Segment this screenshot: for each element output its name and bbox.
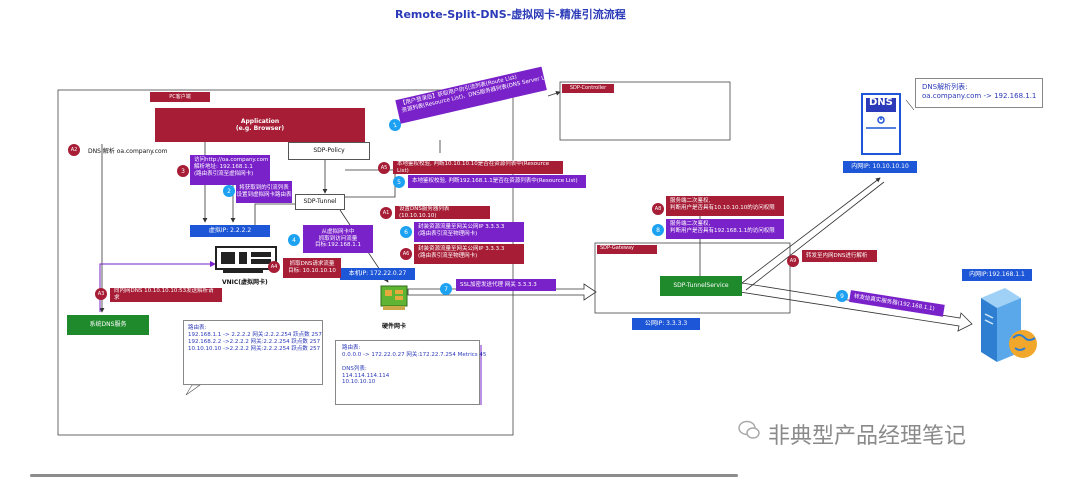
pc-client-label: PC客户端: [150, 92, 210, 102]
ssl-tunnel-arrow: [407, 283, 597, 301]
horizontal-scrollbar[interactable]: [30, 474, 738, 477]
dns-server-ip-label: 内网IP: 10.10.10.10: [843, 161, 917, 173]
application-box: Application (e.g. Browser): [155, 108, 365, 142]
sdp-controller-label: SDP-Controller: [562, 84, 614, 93]
step-a4-badge: A4: [268, 261, 280, 273]
step-8-text: 服务端二次鉴权, 判断用户是否具有192.168.1.1的访问权限: [666, 219, 784, 239]
vnic-label: VNIC(虚拟网卡): [222, 279, 268, 286]
step-6-badge: 6: [400, 226, 412, 238]
connector: [252, 203, 295, 233]
connector: [345, 169, 396, 198]
step-8-badge: 8: [652, 224, 664, 236]
step-a5-badge: A5: [378, 162, 390, 174]
callout-pointer: [185, 384, 201, 396]
connector: [741, 177, 881, 284]
tunnel-service-box: SDP-TunnelService: [660, 276, 742, 296]
step-5-badge: 5: [393, 176, 405, 188]
step-a6-badge: A6: [400, 248, 412, 260]
step-a1-text: 设置DNS服务器列表(10.10.10.10): [395, 206, 490, 219]
app-server-ip-label: 内网IP:192.168.1.1: [962, 269, 1032, 281]
vnic-route-table: 路由表: 192.168.1.1 -> 2.2.2.2 网关:2.2.2.254…: [183, 320, 323, 385]
connector: [745, 181, 885, 291]
diagram-title: Remote-Split-DNS-虚拟网卡-精准引流流程: [395, 8, 626, 21]
dns-server-badge: DNS: [869, 97, 893, 108]
step-a4-text: 抓取DNS请求流量 目标: 10.10.10.10: [283, 258, 341, 278]
forward-arrow: [739, 282, 973, 332]
vnic-card-icon: [215, 244, 277, 274]
step-5-text: 本地鉴权校验, 判断192.168.1.1是否在资源列表中(Resource L…: [408, 175, 586, 188]
step-3-text: 访问http://oa.company.com 解析地址: 192.168.1.…: [190, 155, 270, 185]
step-9-badge: 9: [836, 290, 848, 302]
step-a8-text: 服务端二次鉴权, 判断用户是否具有10.10.10.10的访问权限: [666, 196, 784, 216]
hardware-nic-icon: [379, 282, 409, 312]
sdp-tunnel-box: SDP-Tunnel: [295, 194, 345, 210]
sdp-policy-box: SDP-Policy: [288, 142, 370, 160]
step-4-badge: 4: [288, 234, 300, 246]
hardware-nic-label: 硬件网卡: [382, 323, 407, 330]
step-a9-badge: A9: [787, 255, 799, 267]
step-7-badge: 7: [440, 283, 452, 295]
app-server-icon: [975, 286, 1040, 366]
step-a9-text: 转发至内网DNS进行解析: [802, 250, 877, 262]
step-7-text: SSL加密发送代理 网关 3.3.3.3: [456, 279, 556, 291]
system-dns-box: 系统DNS服务: [67, 315, 149, 335]
step-a8-badge: A8: [652, 203, 664, 215]
sdp-gateway-label: SDP-Gateway: [597, 245, 657, 254]
sdp-controller-frame: [559, 81, 731, 141]
step-a2-badge: A2: [68, 144, 80, 156]
watermark-text: 非典型产品经理笔记: [768, 424, 967, 449]
step-a1-badge: A1: [380, 207, 392, 219]
connector: [547, 90, 561, 97]
step-a2-text: DNS 解析 oa.company.com: [88, 148, 168, 155]
public-ip-label: 公网IP: 3.3.3.3: [632, 318, 700, 330]
virtual-ip-label: 虚拟IP: 2.2.2.2: [190, 225, 270, 237]
connector: [905, 99, 915, 111]
nic-route-table: 路由表: 0.0.0.0 -> 172.22.0.27 网关:172.22.7.…: [335, 340, 486, 405]
step-a3-text: 向内网DNS 10.10.10.10:53发送解析请求: [110, 288, 222, 302]
sdp-gateway-frame: [594, 242, 791, 314]
local-ip-label: 本机IP: 172.22.0.27: [340, 268, 415, 280]
step-2-badge: 2: [223, 185, 235, 197]
step-6-text: 封装资源流量至网关公网IP 3.3.3.3 (路由表引流至物理网卡): [414, 222, 524, 242]
step-a6-text: 封装资源流量至网关公网IP 3.3.3.3 (路由表引流至物理网卡): [414, 244, 524, 264]
dns-list-callout: DNS解析列表: oa.company.com -> 192.168.1.1: [915, 78, 1043, 108]
step-3-badge: 3: [177, 165, 189, 177]
step-a5-text: 本地鉴权校验, 判断10.10.10.10是否在资源列表中(Resource L…: [393, 161, 563, 174]
step-a3-badge: A3: [95, 288, 107, 300]
dns-server-icon: [860, 88, 902, 158]
step-4-text: 从虚拟网卡中 抓取到访问流量 目标:192.168.1.1: [303, 225, 373, 253]
wechat-icon: [738, 420, 760, 440]
step-2-text: 将获取到的引流列表 设置到虚拟网卡路由表: [236, 181, 292, 203]
